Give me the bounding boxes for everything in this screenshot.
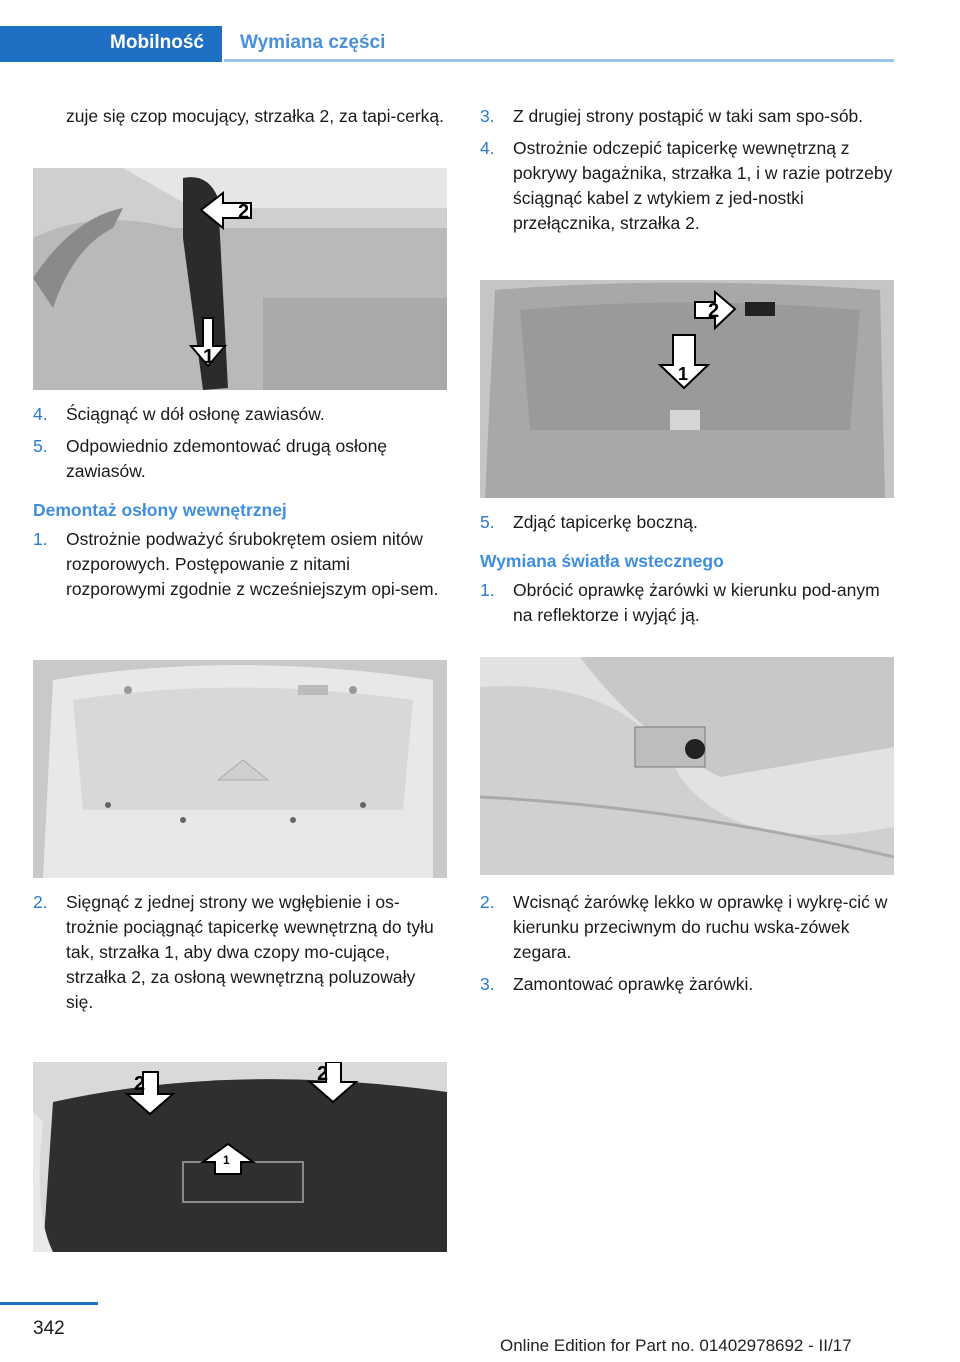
- arrow-label: 2: [134, 1073, 145, 1095]
- list-item: 5. Zdjąć tapicerkę boczną.: [480, 510, 894, 535]
- step-number: 1.: [33, 529, 48, 549]
- tab-label: Wymiana części: [240, 32, 386, 53]
- right-steps-a: 3. Z drugiej strony postąpić w taki sam s…: [480, 104, 894, 243]
- step-number: 4.: [33, 404, 48, 424]
- left-steps-a: 4. Ściągnąć w dół osłonę zawiasów. 5. Odpo…: [33, 402, 447, 609]
- step-number: 1.: [480, 580, 495, 600]
- arrow-label: 2: [708, 300, 719, 322]
- arrow-label: 1: [678, 364, 688, 384]
- step-text: Zdjąć tapicerkę boczną.: [513, 512, 698, 532]
- list-item: 4. Ściągnąć w dół osłonę zawiasów.: [33, 402, 447, 427]
- arrow-label: 1: [223, 1153, 230, 1167]
- edition-text: Online Edition for Part no. 01402978692 …: [500, 1336, 852, 1355]
- step-number: 2.: [33, 892, 48, 912]
- section-heading: Wymiana światła wstecznego: [480, 551, 724, 571]
- step-text: Sięgnąć z jednej strony we wgłębienie i …: [66, 892, 434, 1012]
- list-item: 3. Zamontować oprawkę żarówki.: [480, 972, 894, 997]
- step-text: Odpowiednio zdemontować drugą osłonę zaw…: [66, 436, 388, 481]
- page-number: 342: [33, 1318, 65, 1339]
- step-text: Ściągnąć w dół osłonę zawiasów.: [66, 404, 325, 424]
- left-steps-c: 2. Sięgnąć z jednej strony we wgłębienie …: [33, 890, 447, 1022]
- step-text: Wcisnąć żarówkę lekko w oprawkę i wykrę-…: [513, 892, 888, 962]
- step-number: 3.: [480, 974, 495, 994]
- step-text: Ostrożnie odczepić tapicerkę wewnętrzną …: [513, 138, 893, 233]
- arrow-label: 2: [317, 1063, 328, 1085]
- step-number: 4.: [480, 138, 495, 158]
- list-item: 5. Odpowiednio zdemontować drugą osłonę z…: [33, 434, 447, 484]
- list-item: 3. Z drugiej strony postąpić w taki sam s…: [480, 104, 894, 129]
- section-heading: Demontaż osłony wewnętrznej: [33, 500, 287, 520]
- tab-mobilnosc[interactable]: Mobilność: [0, 26, 222, 62]
- arrow-label: 2: [238, 201, 249, 223]
- figure-trunk-lid-trim: [33, 660, 447, 878]
- step-number: 3.: [480, 106, 495, 126]
- tab-wymiana-czesci[interactable]: Wymiana części: [224, 26, 894, 62]
- step-number: 5.: [33, 436, 48, 456]
- list-item: 4. Ostrożnie odczepić tapicerkę wewnętrzn…: [480, 136, 894, 236]
- step-text: Ostrożnie podważyć śrubokrętem osiem nit…: [66, 529, 439, 599]
- right-steps-d: 2. Wcisnąć żarówkę lekko w oprawkę i wykr…: [480, 890, 894, 1004]
- figure-inner-trim-removal: 2 2 1: [33, 1062, 447, 1252]
- step-text: Z drugiej strony postąpić w taki sam spo…: [513, 106, 864, 126]
- list-item: 2. Sięgnąć z jednej strony we wgłębienie …: [33, 890, 447, 1015]
- step-text: Obrócić oprawkę żarówki w kierunku pod-a…: [513, 580, 880, 625]
- intro-text: zuje się czop mocujący, strzałka 2, za t…: [66, 106, 445, 126]
- figure-trim-clips: 2 1: [480, 280, 894, 498]
- tab-label: Mobilność: [110, 32, 204, 53]
- list-item: 1. Ostrożnie podważyć śrubokrętem osiem n…: [33, 527, 447, 602]
- footer-rule: [0, 1302, 98, 1305]
- left-column: zuje się czop mocujący, strzałka 2, za t…: [33, 104, 447, 129]
- arrow-label: 1: [203, 346, 214, 368]
- list-item: 2. Wcisnąć żarówkę lekko w oprawkę i wykr…: [480, 890, 894, 965]
- figure-reverse-light: [480, 657, 894, 875]
- figure-hinge-cover: 2 1: [33, 168, 447, 390]
- step-text: Zamontować oprawkę żarówki.: [513, 974, 754, 994]
- step-number: 5.: [480, 512, 495, 532]
- right-steps-b: 5. Zdjąć tapicerkę boczną. Wymiana światł…: [480, 510, 894, 635]
- step-number: 2.: [480, 892, 495, 912]
- list-item: 1. Obrócić oprawkę żarówki w kierunku pod…: [480, 578, 894, 628]
